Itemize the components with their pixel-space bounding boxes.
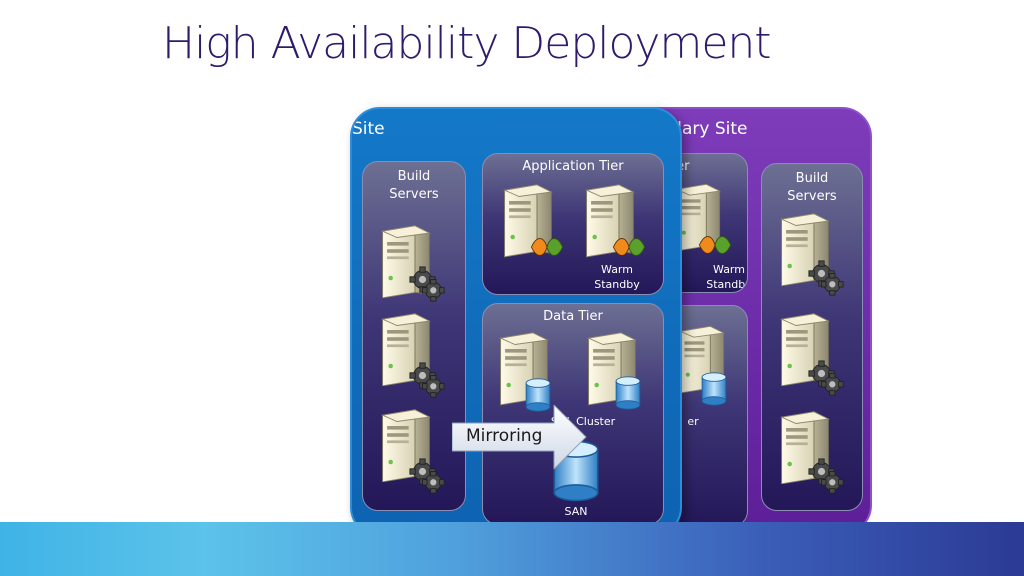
decorative-bottom-band xyxy=(0,522,1024,576)
page-title: High Availability Deployment xyxy=(162,18,772,69)
gear-icon xyxy=(808,360,844,396)
secondary-cluster-label: er xyxy=(687,415,699,428)
visual-studio-icon xyxy=(529,234,565,260)
gear-icon xyxy=(808,260,844,296)
secondary-warm-standby-label: Warm Standby xyxy=(706,263,748,291)
primary-build-servers-label: Build Servers xyxy=(389,169,439,202)
mirroring-label: Mirroring xyxy=(466,426,543,446)
gear-icon xyxy=(409,266,445,302)
primary-application-tier-label: Application Tier xyxy=(522,159,624,174)
warm-standby-label: Warm Standby xyxy=(594,263,640,291)
san-label: SAN xyxy=(564,505,588,518)
primary-build-servers-tier: Build Servers xyxy=(362,161,466,511)
mirroring-arrow-icon xyxy=(452,405,587,469)
primary-data-tier-label: Data Tier xyxy=(543,309,603,324)
primary-application-tier: Application Tier Warm Standby xyxy=(482,153,664,295)
secondary-build-servers-tier: Build Servers xyxy=(761,163,863,511)
gear-icon xyxy=(409,362,445,398)
primary-site: Site Build Servers Application Tier Warm… xyxy=(350,107,682,537)
primary-data-tier: Data Tier SQL Cluster SAN xyxy=(482,303,664,525)
visual-studio-icon xyxy=(697,232,733,258)
visual-studio-icon xyxy=(611,234,647,260)
database-icon xyxy=(701,372,727,406)
gear-icon xyxy=(808,458,844,494)
secondary-build-servers-label: Build Servers xyxy=(787,171,837,204)
primary-site-label: Site xyxy=(352,119,385,139)
gear-icon xyxy=(409,458,445,494)
database-icon xyxy=(615,376,641,410)
